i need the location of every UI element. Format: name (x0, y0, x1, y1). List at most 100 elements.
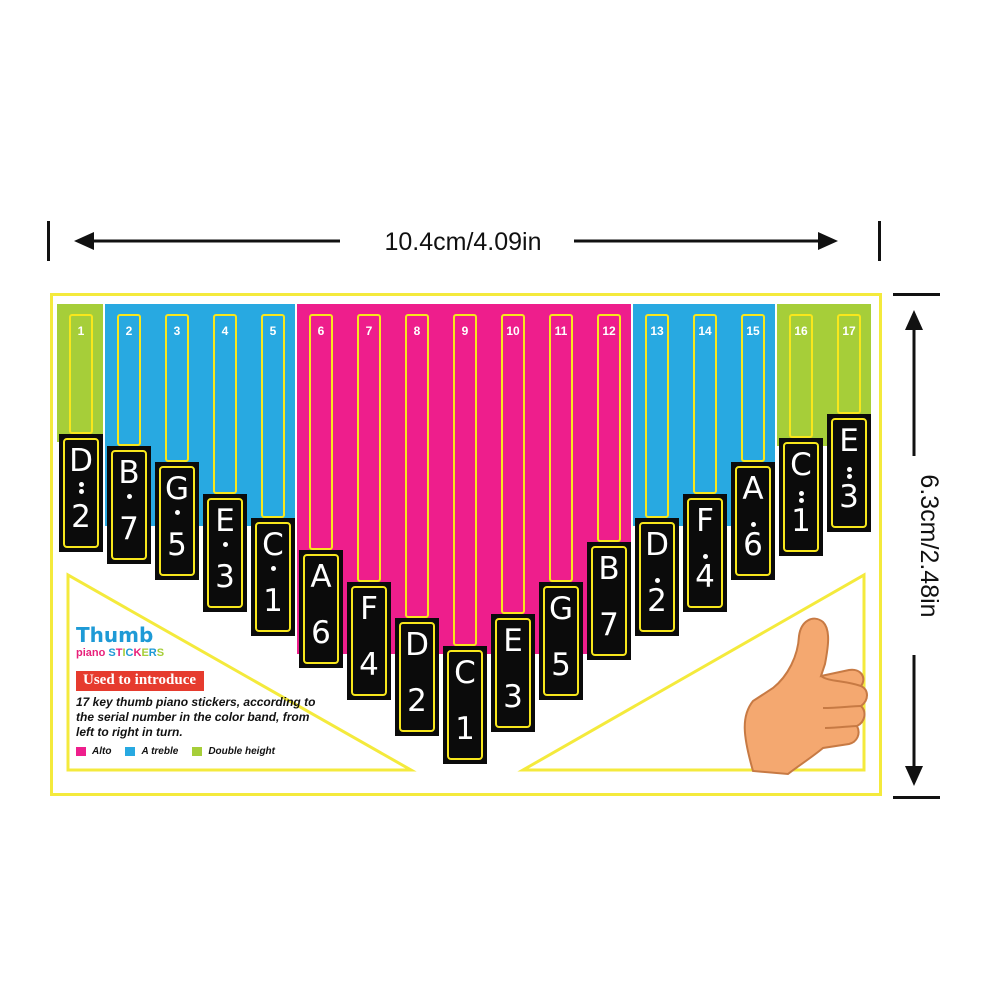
note-degree: 5 (167, 527, 187, 563)
height-arrow-up-icon (905, 310, 923, 330)
intro-panel: Thumb piano STICKERS Used to introduce 1… (76, 624, 336, 757)
octave-dot (78, 482, 84, 487)
legend-swatch (125, 747, 136, 756)
key-label-frame (495, 618, 531, 728)
octave-dot (702, 554, 708, 559)
key-label-frame (63, 438, 99, 548)
key-label-frame (591, 546, 627, 656)
logo-subtitle-part: piano (76, 647, 109, 659)
key-label-frame (351, 586, 387, 696)
key-slot-15: 15 (741, 314, 765, 462)
key-slot-6: 6 (309, 314, 333, 550)
legend-label: Double height (208, 746, 275, 757)
logo-subtitle-part: S (108, 647, 116, 659)
logo-subtitle-part: T (115, 647, 123, 659)
octave-dot (750, 522, 756, 527)
key-number: 12 (602, 324, 616, 338)
logo-subtitle-part: I (122, 647, 126, 659)
logo-subtitle-part: S (156, 647, 165, 659)
note-name: G (164, 471, 190, 507)
legend-swatch (76, 747, 86, 756)
height-arrow-down-icon (905, 766, 923, 786)
legend-item: A treble (125, 746, 178, 757)
key-slot-2: 2 (117, 314, 141, 446)
note-degree: 5 (551, 647, 571, 683)
note-name: D (69, 443, 93, 479)
note-name: F (696, 503, 714, 539)
note-name: C (790, 447, 812, 483)
key-slot-5: 5 (261, 314, 285, 518)
legend-swatch (192, 747, 203, 756)
width-tick-right (878, 221, 881, 261)
note-degree: 7 (119, 511, 139, 547)
note-degree: 3 (503, 679, 523, 715)
width-dimension-label: 10.4cm/4.09in (384, 228, 542, 256)
note-degree: 6 (743, 527, 763, 563)
note-name: D (645, 527, 669, 563)
key-number: 2 (125, 324, 133, 338)
note-degree: 6 (311, 615, 331, 651)
key-label-frame (303, 554, 339, 664)
key-number: 14 (698, 324, 712, 338)
key-slot-12: 12 (597, 314, 621, 542)
note-name: C (454, 655, 476, 691)
key-number: 4 (221, 324, 229, 338)
note-name: C (262, 527, 284, 563)
key-slot-9: 9 (453, 314, 477, 646)
octave-dot (78, 489, 84, 494)
key-number: 1 (77, 324, 85, 338)
octave-dot (126, 494, 132, 499)
octave-dot (654, 578, 660, 583)
key-label-frame (831, 418, 867, 528)
key-slot-10: 10 (501, 314, 525, 614)
intro-title: Used to introduce (76, 671, 205, 691)
key-label-frame (159, 466, 195, 576)
note-degree: 1 (263, 583, 283, 619)
right-corner-triangle (517, 572, 866, 772)
band-legend: Alto A treble Double height (76, 746, 336, 757)
key-number: 16 (794, 324, 808, 338)
note-degree: 1 (455, 711, 475, 747)
note-name: A (742, 471, 764, 507)
left-corner-triangle (66, 572, 417, 772)
logo-subtitle: piano STICKERS (76, 647, 336, 659)
note-degree: 7 (599, 607, 619, 643)
note-name: B (598, 551, 620, 587)
key-number: 10 (506, 324, 520, 338)
note-name: B (118, 455, 140, 491)
logo-subtitle-part: R (148, 647, 157, 659)
key-slot-13: 13 (645, 314, 669, 518)
key-label-frame (207, 498, 243, 608)
height-tick-top (893, 293, 940, 296)
key-slot-4: 4 (213, 314, 237, 494)
key-number: 5 (269, 324, 277, 338)
key-label-frame (447, 650, 483, 760)
note-degree: 1 (791, 503, 811, 539)
key-label-frame (255, 522, 291, 632)
key-label-frame (783, 442, 819, 552)
key-label-frame (639, 522, 675, 632)
key-slot-8: 8 (405, 314, 429, 618)
octave-dot (270, 566, 276, 571)
note-name: G (548, 591, 574, 627)
logo-subtitle-part: E (141, 647, 149, 659)
legend-item: Double height (192, 746, 275, 757)
key-number: 13 (650, 324, 664, 338)
legend-label: Alto (92, 746, 112, 757)
key-label-frame (687, 498, 723, 608)
octave-dot (798, 498, 804, 503)
key-label-frame (735, 466, 771, 576)
legend-label: A treble (141, 746, 179, 757)
height-dimension-label: 6.3cm/2.48in (915, 474, 943, 618)
key-slot-16: 16 (789, 314, 813, 438)
note-degree: 3 (839, 479, 859, 515)
key-label-frame (399, 622, 435, 732)
